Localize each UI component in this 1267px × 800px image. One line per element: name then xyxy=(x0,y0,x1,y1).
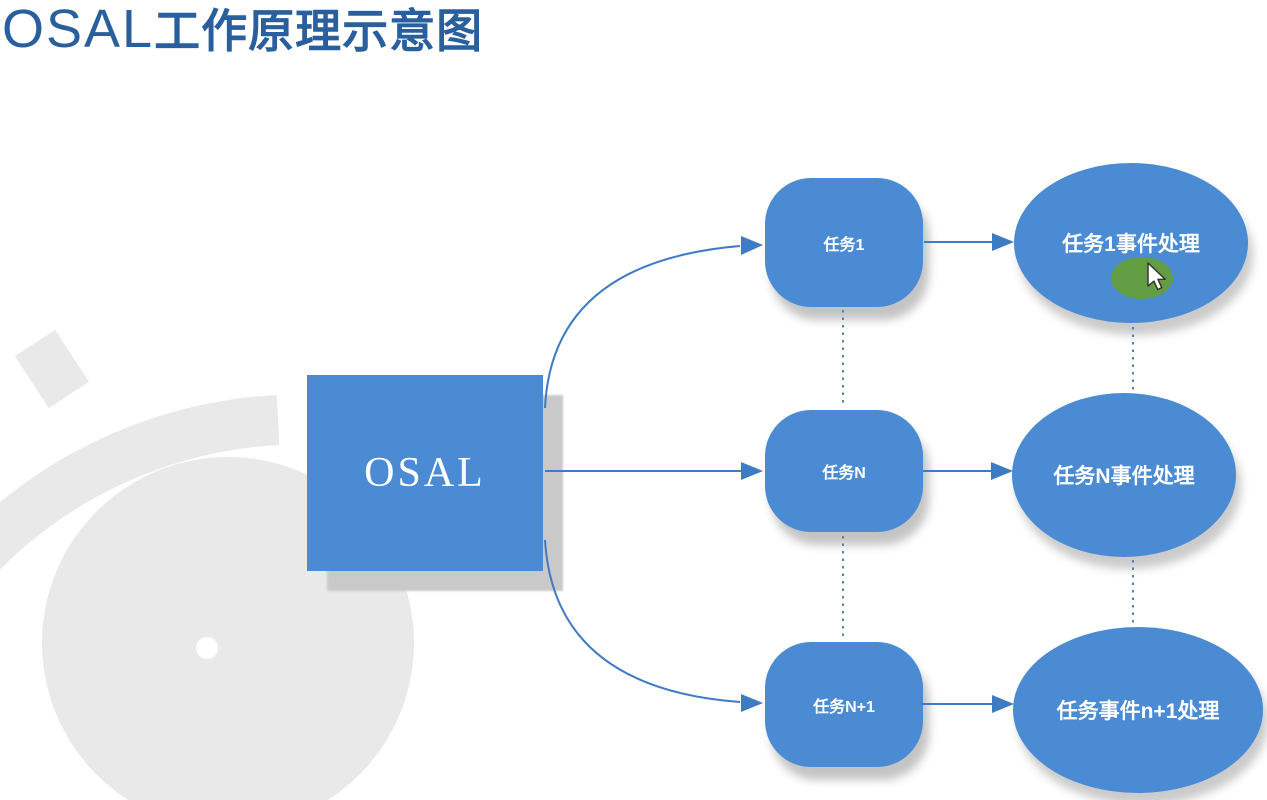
osal-root-node: OSAL xyxy=(307,375,543,571)
task-n1-label: 任务N+1 xyxy=(813,698,875,716)
page-title-cjk: 工作原理示意图 xyxy=(154,5,484,57)
handler-1-node: 任务1事件处理 xyxy=(1014,163,1248,323)
task-n1-node: 任务N+1 xyxy=(765,642,923,767)
watermark-crown-button xyxy=(14,329,90,409)
handler-n1-label: 任务事件n+1处理 xyxy=(1056,700,1220,723)
watermark-center-dot xyxy=(196,637,218,659)
page-title-latin: OSAL xyxy=(2,0,155,59)
handler-n-label: 任务N事件处理 xyxy=(1053,465,1195,488)
watermark-ring-arc xyxy=(0,395,280,570)
task-n-node: 任务N xyxy=(765,410,923,532)
task-1-node: 任务1 xyxy=(765,178,923,307)
handler-n1-node: 任务事件n+1处理 xyxy=(1013,627,1263,793)
handler-n-node: 任务N事件处理 xyxy=(1012,393,1236,557)
osal-root-label: OSAL xyxy=(364,450,486,496)
task-1-label: 任务1 xyxy=(823,236,865,254)
handler-1-label: 任务1事件处理 xyxy=(1062,233,1200,256)
task-n-label: 任务N xyxy=(822,465,866,482)
